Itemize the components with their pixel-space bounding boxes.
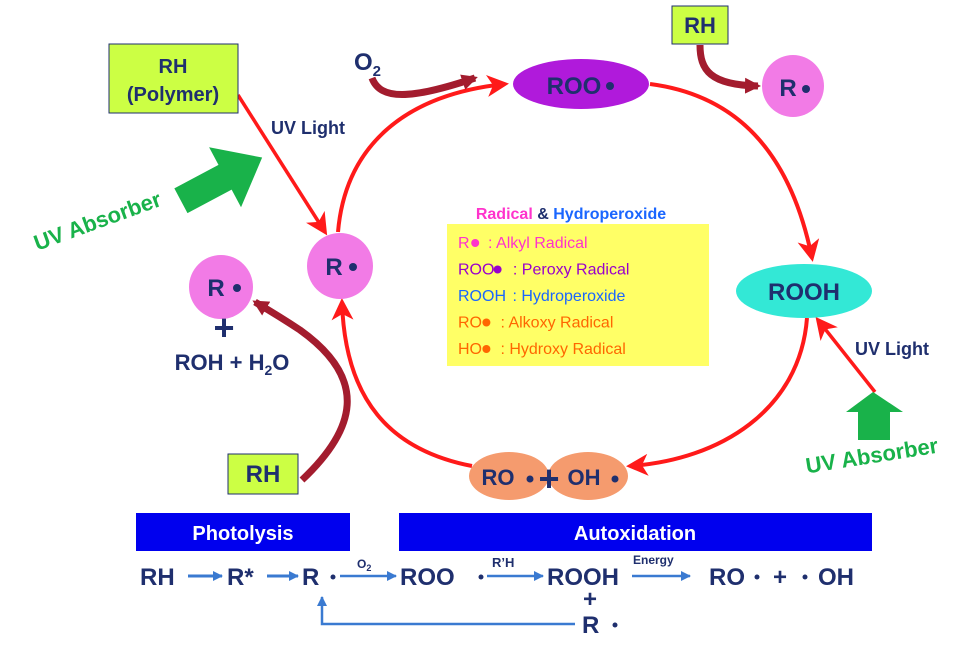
legend-item: ROO : Peroxy Radical — [458, 262, 629, 279]
roo-radical-node: ROO — [513, 59, 649, 109]
legend-item-symbol: R — [458, 235, 470, 252]
rh-polymer-box: RH (Polymer) — [108, 43, 239, 114]
uv-arrow-to-rooh — [815, 316, 877, 394]
legend-radical-dot — [482, 318, 491, 327]
uv-absorber-right-arrow-icon — [846, 392, 903, 440]
radical-dot — [754, 574, 760, 580]
radical-dot — [330, 574, 336, 580]
legend-item-symbol: HO — [458, 341, 482, 358]
svg-text:ROOH: ROOH — [768, 279, 840, 306]
scheme-ro: RO — [709, 564, 745, 591]
r-radical-node-left: R — [189, 255, 253, 319]
legend-item-text: : Alkyl Radical — [484, 235, 588, 252]
legend-item: HO : Hydroxy Radical — [458, 341, 626, 358]
radical-dot — [612, 622, 618, 628]
rh-bottom-arrow — [252, 298, 351, 483]
scheme-r-bottom: R — [582, 612, 599, 639]
uv-absorber-left-arrow-icon — [174, 147, 263, 214]
legend: Radical & Hydroperoxide R : Alkyl Radica… — [447, 206, 709, 366]
cycle-arrow-rooh-to-ro — [626, 317, 809, 476]
svg-text:R: R — [325, 254, 342, 281]
uv-arrow-polymer-to-r — [236, 94, 328, 236]
scheme-roo: ROO — [400, 564, 455, 591]
reaction-scheme: RH R* R O2 ROO R’H ROOH Energy RO + OH +… — [140, 553, 854, 639]
radical-dot — [478, 574, 484, 580]
scheme-o2: O2 — [357, 557, 371, 573]
radical-dot — [606, 82, 614, 90]
svg-text:RH: RH — [684, 13, 716, 38]
scheme-rooh: ROOH — [547, 564, 619, 591]
legend-item-text: : Alkoxy Radical — [496, 315, 613, 332]
cycle-arrow-r-to-roo — [336, 74, 509, 233]
legend-radical-dot — [471, 239, 480, 247]
legend-item: RO : Alkoxy Radical — [458, 315, 613, 332]
legend-item-symbol: ROO — [458, 262, 494, 279]
legend-item: ROOH : Hydroperoxide — [458, 288, 625, 305]
radical-dot — [349, 263, 357, 271]
legend-radical-dot — [493, 265, 502, 274]
scheme-oh: OH — [818, 564, 854, 591]
radical-dot — [802, 85, 810, 93]
cycle-arrow-roo-to-rooh — [649, 82, 820, 262]
scheme-return-arrow — [317, 596, 575, 626]
radical-dot — [233, 284, 241, 292]
autoxidation-bar — [399, 513, 872, 551]
plus-sign-left: + — [213, 307, 234, 348]
scheme-rprime-h: R’H — [492, 555, 514, 570]
svg-text:R: R — [779, 75, 796, 102]
legend-item-text: : Hydroperoxide — [508, 288, 625, 305]
ro-oh-radical-pair: RO + OH — [469, 452, 628, 500]
roh-h2o-product: ROH + H2O — [175, 350, 290, 378]
rh-top-arrow — [696, 44, 761, 94]
rh-top-box: RH — [671, 5, 729, 45]
svg-text:RH: RH — [159, 56, 188, 78]
radical-dot — [611, 475, 619, 483]
legend-box — [447, 224, 709, 366]
scheme-r: R — [302, 564, 319, 591]
legend-radical-dot — [482, 345, 491, 353]
autoxidation-label: Autoxidation — [574, 523, 696, 545]
legend-title: Radical & Hydroperoxide — [476, 206, 666, 223]
svg-text:(Polymer): (Polymer) — [127, 84, 219, 106]
scheme-plus: + — [773, 564, 787, 591]
o2-label: O2 — [354, 49, 381, 80]
o2-arrow — [368, 74, 478, 98]
photolysis-label: Photolysis — [192, 523, 293, 545]
photolysis-bar — [136, 513, 350, 551]
radical-dot — [802, 574, 808, 580]
cycle-arrow-ro-to-r — [331, 298, 473, 468]
svg-text:RH: RH — [246, 461, 281, 488]
r-radical-node-center: R — [307, 233, 373, 299]
svg-text:OH: OH — [568, 465, 601, 490]
svg-text:R: R — [207, 275, 224, 302]
svg-text:+: + — [538, 458, 559, 499]
legend-item-symbol: ROOH — [458, 288, 506, 305]
svg-text:RO: RO — [482, 465, 515, 490]
roo-node-label: ROO — [547, 73, 602, 100]
uv-light-label-right: UV Light — [855, 339, 929, 359]
radical-dot — [526, 475, 534, 483]
legend-item: R : Alkyl Radical — [458, 235, 588, 252]
uv-absorber-label-left: UV Absorber — [30, 186, 165, 255]
rooh-node: ROOH — [736, 264, 872, 318]
rh-bottom-box: RH — [227, 453, 299, 495]
legend-item-symbol: RO — [458, 315, 482, 332]
legend-item-text: : Hydroxy Radical — [496, 341, 626, 358]
uv-light-label-left: UV Light — [271, 118, 345, 138]
scheme-plus-below: + — [583, 586, 597, 613]
scheme-rh: RH — [140, 564, 175, 591]
r-radical-node-top-right: R — [762, 55, 824, 117]
scheme-r-star: R* — [227, 564, 254, 591]
scheme-energy: Energy — [633, 553, 674, 567]
legend-item-text: : Peroxy Radical — [508, 262, 629, 279]
